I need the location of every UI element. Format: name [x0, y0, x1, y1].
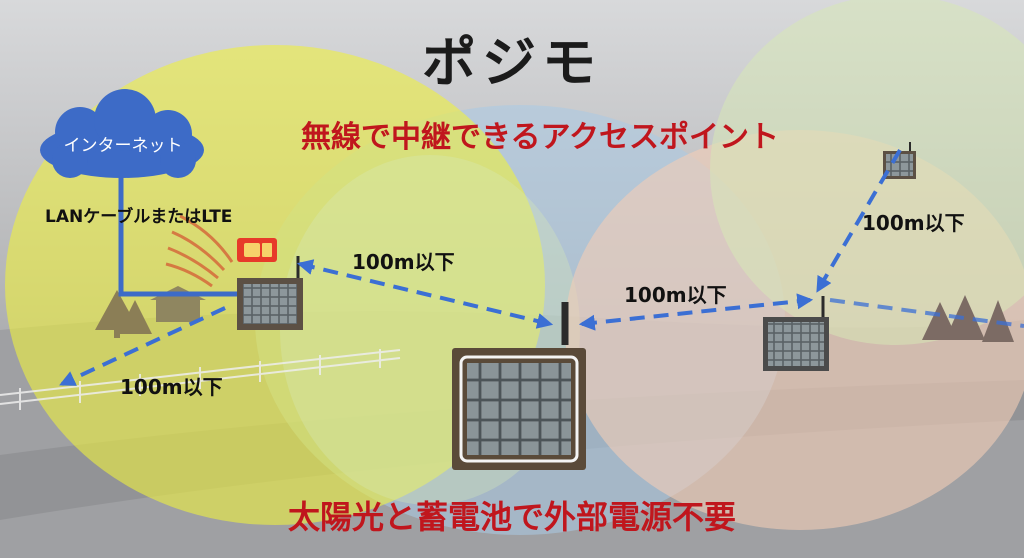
coverage-area-green [710, 0, 1024, 345]
link-arrow [59, 306, 226, 386]
tagline-bottom: 太陽光と蓄電池で外部電源不要 [287, 498, 736, 536]
fence-icon [0, 349, 401, 410]
tagline-top: 無線で中継できるアクセスポイント [301, 120, 779, 155]
tree-icon [95, 290, 152, 338]
brand-logo: ポジモ [422, 31, 602, 94]
link-arrow [578, 293, 814, 331]
distance-label: 100m以下 [120, 375, 223, 399]
link-arrow [829, 298, 1024, 328]
uplink-cable [118, 176, 262, 297]
relay-links [59, 148, 1024, 386]
cloud-icon [40, 89, 204, 178]
signal-waves-icon [165, 214, 234, 288]
solar-panel-icon [452, 302, 586, 470]
distance-label: 100m以下 [862, 211, 965, 235]
solar-panel-icon [883, 142, 916, 179]
link-arrow [296, 259, 554, 329]
internet-cloud-label: インターネット [63, 136, 183, 156]
distance-label: 100m以下 [352, 250, 455, 274]
solar-panel-icon [237, 256, 303, 330]
distance-label: 100m以下 [624, 283, 727, 307]
uplink-label: LANケーブルまたはLTE [45, 207, 233, 227]
sim-card-icon [237, 238, 277, 262]
link-arrow [816, 148, 902, 293]
